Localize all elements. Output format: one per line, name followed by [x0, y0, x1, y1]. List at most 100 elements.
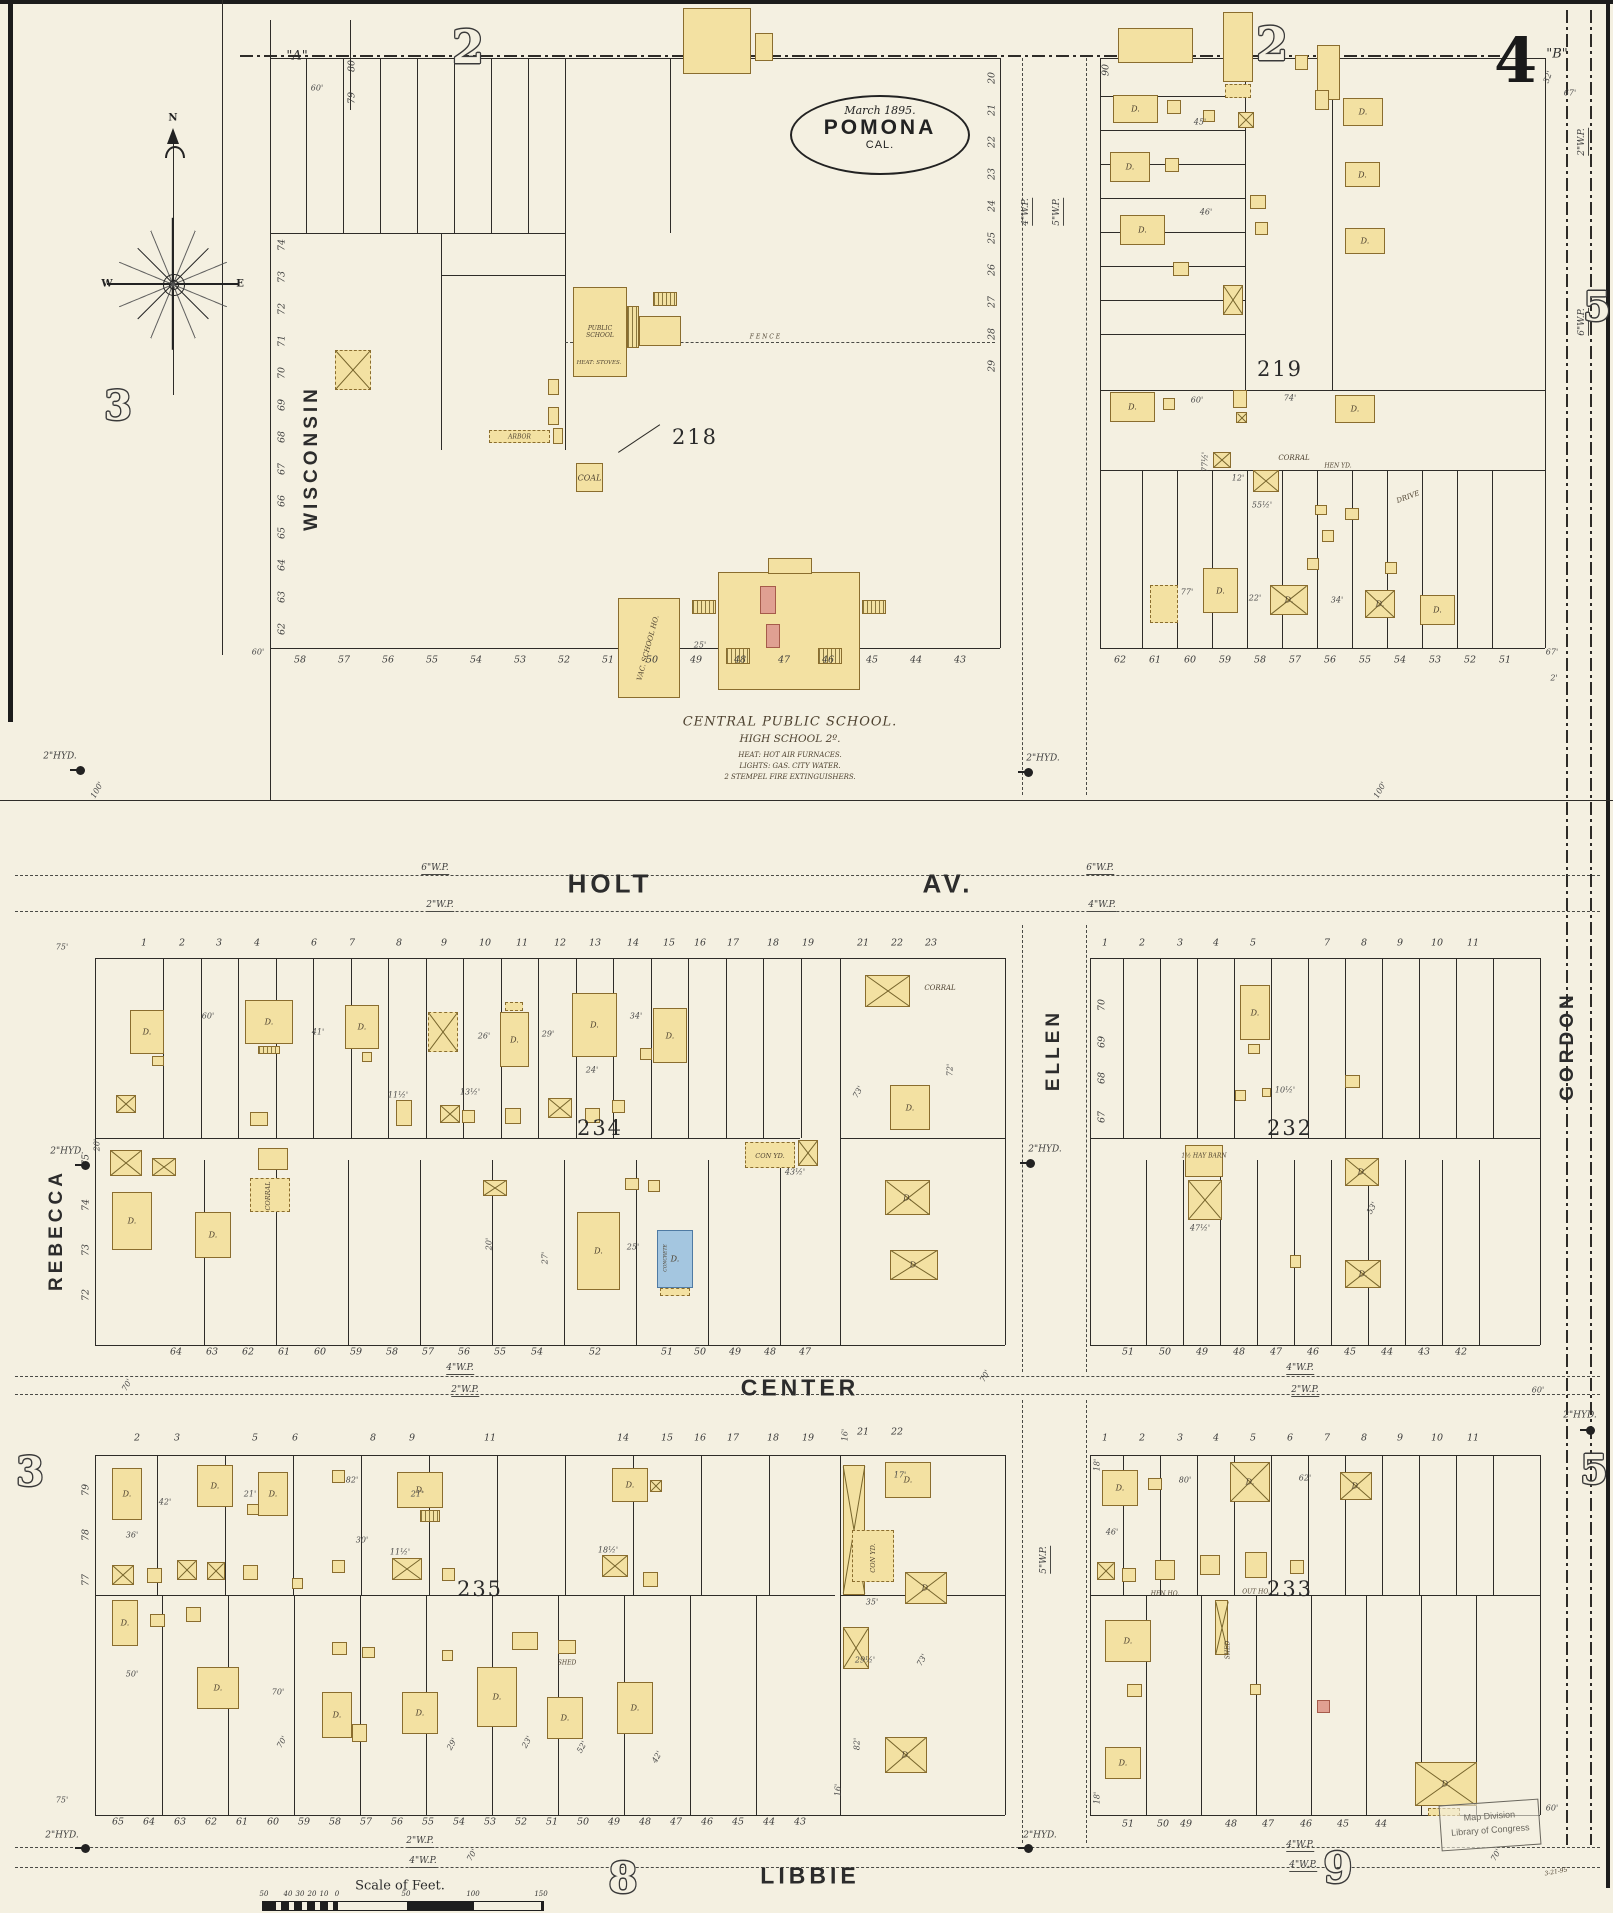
- lot-number: 55: [425, 654, 439, 666]
- building: D.: [547, 1697, 583, 1739]
- map-line: [1247, 470, 1249, 648]
- map-annotation: CONCRETE: [663, 1244, 669, 1272]
- lot-number: 22: [890, 1426, 904, 1438]
- lot-number: 10: [1430, 937, 1444, 949]
- street-name-label: HOLT: [567, 868, 653, 899]
- lot-number: 51: [660, 1346, 674, 1358]
- map-line: [769, 1455, 771, 1595]
- building: [1167, 100, 1181, 114]
- scale-bar: [262, 1901, 544, 1911]
- lot-number: 1: [1101, 1432, 1109, 1444]
- lot-number: 58: [385, 1346, 399, 1358]
- lot-number: 19: [801, 937, 815, 949]
- lot-number: 13: [588, 937, 602, 949]
- hydrant-icon: [81, 1161, 90, 1170]
- water-pipe-label: 4"W.P.: [1286, 1840, 1314, 1852]
- map-line: [1142, 470, 1144, 648]
- map-line: [1100, 334, 1245, 336]
- building: [1225, 84, 1251, 98]
- map-line: [1456, 1455, 1458, 1595]
- building: [1315, 505, 1327, 515]
- building-label: D.: [665, 1031, 675, 1040]
- lot-number: 4: [1212, 1432, 1220, 1444]
- dimension-label: 35': [865, 1597, 879, 1607]
- street-name-label: GORDON: [1557, 991, 1578, 1101]
- dimension-label: 25': [626, 1242, 640, 1252]
- map-annotation: F E N C E: [749, 333, 781, 341]
- lot-number: 22: [986, 135, 998, 149]
- map-line: [238, 958, 240, 1138]
- building: [150, 1614, 165, 1627]
- building: [112, 1565, 134, 1585]
- map-line: [564, 1160, 566, 1345]
- lot-number: 49: [1195, 1346, 1209, 1358]
- map-annotation: HEAT: STOVES.: [576, 360, 622, 366]
- building: [862, 600, 886, 614]
- map-line: [1090, 958, 1092, 1345]
- building: [755, 33, 773, 61]
- dimension-label: 2': [1550, 673, 1558, 683]
- building: [483, 1180, 507, 1196]
- building-label: D.: [903, 1193, 912, 1202]
- compass-ring: [169, 280, 179, 290]
- lot-number: 6: [310, 937, 318, 949]
- dimension-label: 67': [1545, 647, 1559, 657]
- building: [186, 1607, 201, 1622]
- lot-number: 48: [638, 1816, 652, 1828]
- dimension-label: 29': [445, 1736, 459, 1752]
- building-label: D.: [1118, 1758, 1128, 1768]
- lot-number: 15: [662, 937, 676, 949]
- dimension-label: 26': [477, 1031, 491, 1041]
- map-line: [306, 58, 308, 233]
- building: [1122, 1568, 1136, 1582]
- building: [768, 558, 812, 574]
- water-pipe-label: 2"W.P.: [426, 900, 454, 912]
- map-line: [225, 1455, 227, 1595]
- map-line: [388, 958, 390, 1138]
- building: [1262, 1088, 1271, 1097]
- lot-number: 23: [924, 937, 938, 949]
- dimension-label: 100': [88, 780, 106, 800]
- building: [177, 1560, 197, 1580]
- lot-number: 5: [1249, 937, 1257, 949]
- water-pipe-label: 6"W.P.: [1086, 863, 1114, 875]
- compass-ring: [163, 274, 185, 296]
- building: [352, 1724, 367, 1742]
- lot-number: 6: [1286, 1432, 1294, 1444]
- library-of-congress-stamp: Map Division Library of Congress: [1438, 1798, 1542, 1852]
- map-line: [95, 1138, 800, 1140]
- building: [683, 8, 751, 74]
- building: [548, 407, 559, 425]
- building: [798, 1140, 818, 1166]
- building: D.: [1345, 228, 1385, 254]
- building: D.: [657, 1230, 693, 1288]
- map-line: [1090, 958, 1540, 960]
- lot-number: 5: [1249, 1432, 1257, 1444]
- building: [1214, 1600, 1229, 1655]
- scale-tick-label: 10: [319, 1890, 329, 1898]
- dimension-label: 73': [915, 1652, 929, 1668]
- lot-number: 73: [80, 1243, 92, 1257]
- map-line: [633, 1455, 635, 1595]
- building-label: D.: [208, 1230, 218, 1240]
- dimension-label: 70': [978, 1368, 992, 1384]
- lot-number: 23: [986, 167, 998, 181]
- map-line: [538, 958, 540, 1138]
- building: [648, 1180, 660, 1192]
- lot-number: 14: [626, 937, 640, 949]
- map-line: [1493, 958, 1495, 1138]
- map-line: [1493, 1455, 1495, 1595]
- building: [250, 1178, 290, 1212]
- lot-number: 2: [133, 1432, 141, 1444]
- lot-number: 12: [553, 937, 567, 949]
- map-line: [1100, 198, 1245, 200]
- building-label: D.: [264, 1017, 274, 1027]
- dimension-label: 100': [1371, 780, 1389, 800]
- school-subtitle: HIGH SCHOOL 2º.: [739, 733, 841, 745]
- map-line: [701, 1455, 703, 1595]
- building-label: D.: [905, 1103, 915, 1112]
- building: [1317, 1700, 1330, 1713]
- lot-number: 9: [408, 1432, 416, 1444]
- map-line: [95, 958, 97, 1345]
- building: D.: [905, 1572, 947, 1604]
